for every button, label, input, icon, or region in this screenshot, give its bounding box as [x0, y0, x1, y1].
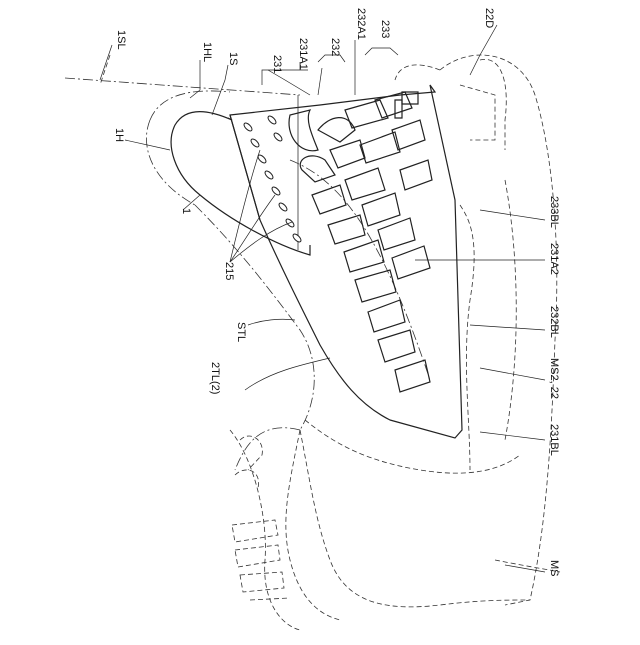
- label-ms: MS: [548, 560, 560, 577]
- label-231: 231: [271, 55, 283, 73]
- label-232bl: 232BL: [548, 306, 560, 338]
- label-231a2: 231A2: [548, 243, 560, 275]
- label-231bl: 231BL: [548, 424, 560, 456]
- lace-loops: [232, 436, 290, 600]
- label-ms2-22: MS2, 22: [548, 358, 560, 399]
- reference-labels: 1SL 1HL 1S 1H 1 215 STL 2TL(2) 231 231A1…: [113, 8, 560, 577]
- label-22d: 22D: [483, 8, 495, 28]
- perforation-holes: [243, 115, 303, 244]
- label-stl: STL: [235, 322, 247, 342]
- label-231a1: 231A1: [297, 38, 309, 70]
- label-215: 215: [223, 262, 235, 280]
- label-232: 232: [329, 38, 341, 56]
- label-1hl: 1HL: [201, 42, 213, 62]
- leader-lines: [100, 25, 545, 572]
- heel-piece: [171, 112, 310, 255]
- reference-lines: [65, 55, 300, 95]
- label-1h: 1H: [113, 128, 125, 142]
- label-233bl: 233BL: [548, 196, 560, 228]
- label-1: 1: [180, 208, 192, 214]
- label-233: 233: [379, 20, 391, 38]
- label-232a1: 232A1: [355, 8, 367, 40]
- label-2tl: 2TL(2): [209, 362, 221, 394]
- label-1sl: 1SL: [115, 30, 127, 50]
- label-1s: 1S: [227, 52, 239, 65]
- midsole-cutouts: [289, 92, 432, 392]
